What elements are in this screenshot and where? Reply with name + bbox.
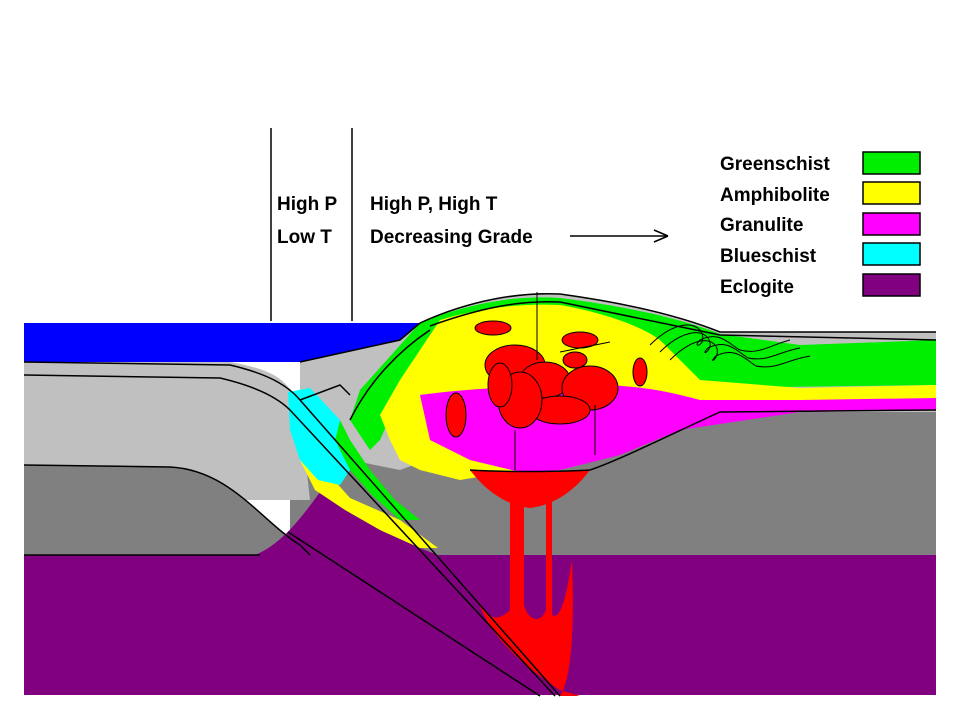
legend-label-eclogite: Eclogite xyxy=(720,277,794,298)
ocean xyxy=(24,323,420,362)
legend-swatch-greenschist xyxy=(862,151,921,175)
grade-arrow xyxy=(570,229,669,243)
lower-crust-left xyxy=(24,465,310,555)
magma-feeders xyxy=(478,500,580,696)
magma-chamber xyxy=(470,470,590,508)
magma-feeder-lines xyxy=(514,292,611,470)
legend-swatch-amphibolite xyxy=(862,181,921,205)
slab-outlines xyxy=(23,292,937,697)
legend-label-amphibolite: Amphibolite xyxy=(720,185,830,206)
mantle-layer xyxy=(24,555,936,695)
zone-label-left-line1: High P xyxy=(277,194,337,215)
zone-label-right-line2: Decreasing Grade xyxy=(370,227,533,248)
upper-crust-left xyxy=(24,358,310,500)
folded-strata xyxy=(649,324,811,368)
zone-label-right-line1: High P, High T xyxy=(370,194,498,215)
legend: Greenschist Amphibolite Granulite Bluesc… xyxy=(720,151,921,298)
legend-label-granulite: Granulite xyxy=(720,215,803,236)
eclogite-wedge xyxy=(255,492,440,560)
legend-label-greenschist: Greenschist xyxy=(720,154,830,175)
legend-swatch-blueschist xyxy=(862,242,921,266)
zone-label-left-line2: Low T xyxy=(277,227,332,248)
amphibolite-slab-strip xyxy=(300,430,438,548)
legend-swatch-granulite xyxy=(862,212,921,236)
magma-blobs xyxy=(445,320,648,438)
legend-swatch-eclogite xyxy=(862,273,921,297)
legend-label-blueschist: Blueschist xyxy=(720,246,817,267)
greenschist-slab-strip xyxy=(335,420,420,520)
blueschist-zone xyxy=(288,388,350,485)
